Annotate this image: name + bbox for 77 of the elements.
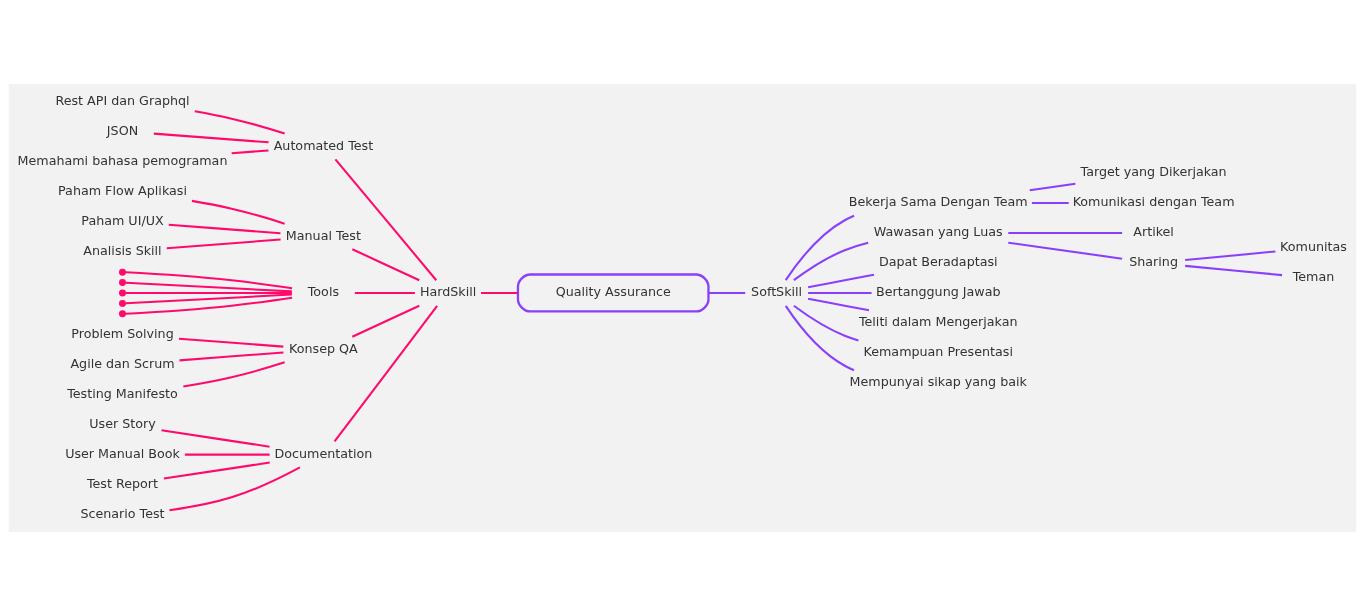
connector: [168, 223, 281, 234]
node-text: Paham Flow Aplikasi: [58, 182, 187, 198]
node-text: Teliti dalam Mengerjakan: [858, 313, 1018, 329]
connector: [183, 360, 285, 388]
connector: [333, 304, 438, 442]
connector: [793, 304, 859, 341]
connector: [231, 148, 269, 154]
connector: [153, 132, 269, 143]
connector: [351, 247, 420, 281]
node-text: Dapat Beradaptasi: [878, 253, 998, 269]
node-point: [119, 278, 126, 286]
node-text: HardSkill: [419, 283, 477, 299]
node-point: [119, 289, 126, 296]
node-text: Komunikasi dengan Team: [1072, 193, 1235, 209]
node-text: Sharing: [1129, 253, 1178, 269]
connector: [1031, 201, 1069, 204]
node-text: Tools: [307, 283, 340, 299]
node-point: [119, 309, 126, 317]
node-text: Bekerja Sama Dengan Team: [848, 193, 1028, 209]
connector: [793, 241, 869, 281]
connector: [807, 297, 870, 311]
connector: [784, 304, 855, 371]
node-text: Manual Test: [285, 227, 361, 243]
connector: [179, 350, 284, 361]
connector: [125, 281, 292, 292]
connector: [169, 465, 301, 511]
node-text: Documentation: [274, 445, 373, 461]
node-text: Testing Manifesto: [67, 385, 178, 401]
node-text: Kemampuan Presentasi: [863, 343, 1013, 359]
node-text: Memahami bahasa pemograman: [17, 152, 228, 168]
node-text: Automated Test: [273, 137, 374, 153]
connector: [354, 291, 415, 294]
connector: [178, 337, 284, 348]
node-text: Artikel: [1133, 223, 1174, 239]
connector: [125, 291, 292, 294]
node-text: User Manual Book: [65, 445, 180, 461]
connector: [166, 238, 281, 249]
connector: [125, 293, 292, 304]
connector: [334, 158, 438, 281]
node-text: Rest API dan Graphql: [55, 92, 190, 108]
connector: [161, 428, 270, 448]
connector: [351, 304, 420, 338]
node-text: Komunitas: [1280, 238, 1347, 254]
node-text: Scenario Test: [80, 505, 165, 521]
node-text: Test Report: [86, 475, 159, 491]
connector: [1008, 231, 1123, 234]
node-text: Bertanggung Jawab: [875, 283, 1001, 299]
node-text: JSON: [106, 122, 139, 138]
connector: [125, 296, 293, 315]
connector: [125, 270, 293, 289]
connector: [1185, 249, 1276, 261]
node-text: Konsep QA: [289, 340, 358, 356]
node-text: Wawasan yang Luas: [873, 223, 1003, 239]
node-text: User Story: [89, 415, 156, 431]
connector: [708, 291, 746, 294]
connector: [191, 199, 285, 225]
node-text: Target yang Dikerjakan: [1080, 163, 1227, 179]
connector: [1029, 182, 1076, 191]
connector: [184, 453, 270, 456]
node-text: Mempunyai sikap yang baik: [849, 373, 1027, 389]
connector: [1008, 241, 1123, 260]
node-box: Quality Assurance: [516, 272, 710, 313]
node-text: Agile dan Scrum: [70, 355, 175, 371]
node-text: Analisis Skill: [83, 242, 162, 258]
connector: [163, 461, 270, 480]
node-text: Problem Solving: [71, 325, 174, 341]
connector: [1185, 264, 1283, 276]
node-point: [119, 268, 126, 276]
node-point: [119, 299, 126, 307]
node-text: Teman: [1292, 268, 1335, 284]
node-text: SoftSkill: [751, 283, 803, 299]
connector: [194, 109, 285, 135]
connector: [807, 273, 875, 288]
connector: [784, 214, 855, 281]
node-text: Paham UI/UX: [81, 212, 164, 228]
connector: [808, 291, 872, 294]
connector: [481, 291, 518, 294]
